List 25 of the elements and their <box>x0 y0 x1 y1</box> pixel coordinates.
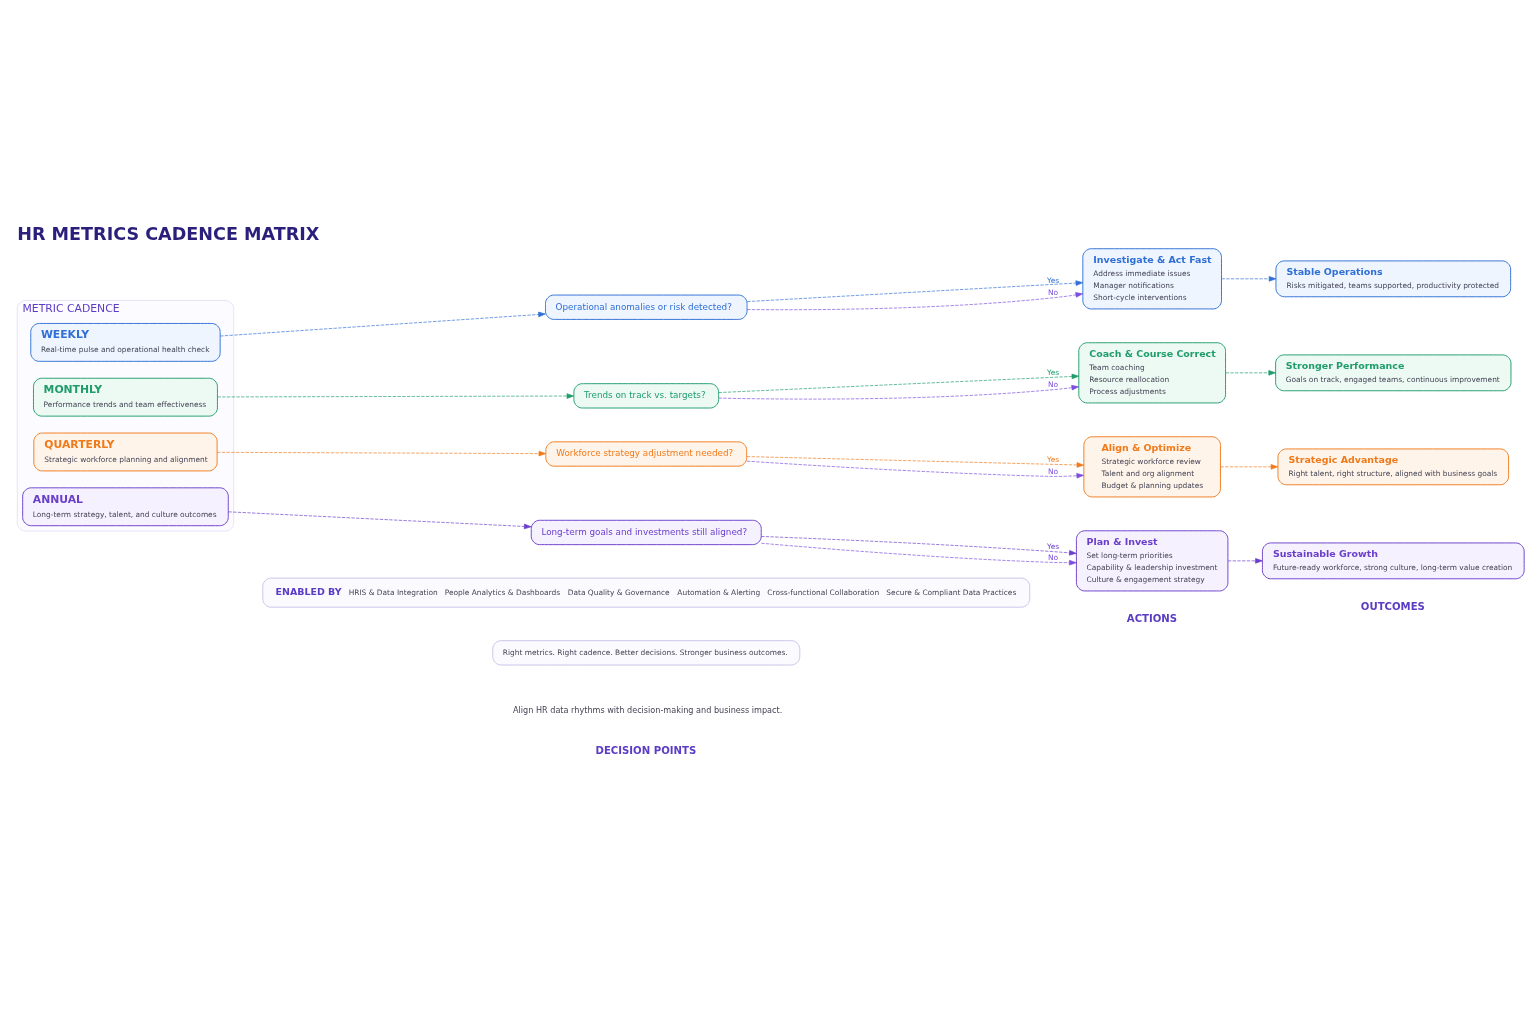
arrow <box>746 460 1084 479</box>
label: ACTIONS <box>1126 613 1178 625</box>
arrow <box>746 280 1084 302</box>
node-box: Operational anomalies or risk detected? <box>545 294 748 320</box>
arrow <box>216 450 547 457</box>
arrow <box>718 385 1079 400</box>
arrow <box>1221 276 1277 282</box>
arrow <box>1225 370 1276 376</box>
arrow <box>761 542 1077 566</box>
node-box: Long-term goals and investments still aligned? <box>530 519 762 546</box>
label: Align HR data rhythms with decision-making and business impact. <box>513 705 783 716</box>
arrow <box>1220 464 1279 470</box>
node-box: Trends on track vs. targets? <box>573 383 720 409</box>
arrow <box>746 456 1085 468</box>
arrow <box>1227 558 1263 564</box>
arrow <box>228 511 532 530</box>
node-box: Workforce strategy adjustment needed? <box>545 441 748 467</box>
arrow <box>217 393 575 399</box>
arrow <box>718 373 1080 393</box>
diagram-title: HR METRICS CADENCE MATRIX <box>17 223 320 244</box>
arrow <box>219 311 546 337</box>
label: OUTCOMES <box>1360 600 1425 612</box>
arrow <box>746 292 1083 311</box>
label: DECISION POINTS <box>595 744 697 756</box>
arrow <box>760 536 1077 556</box>
